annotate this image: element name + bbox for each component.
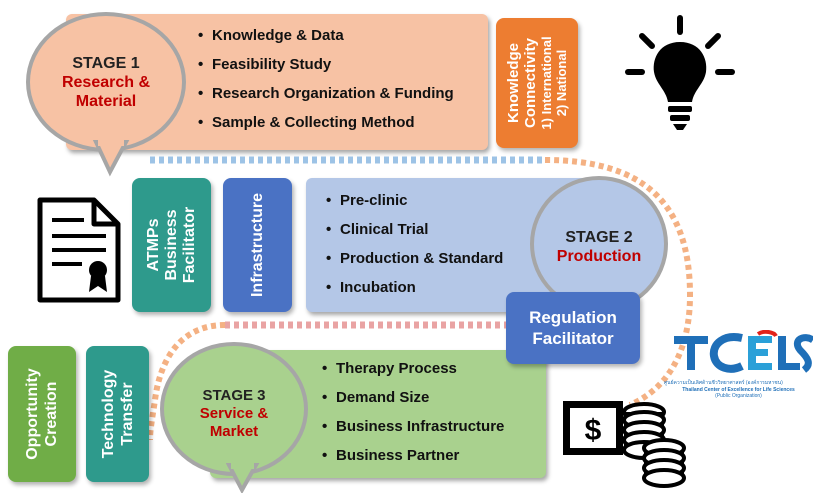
knowledge-line4: 2) National xyxy=(554,49,569,117)
stage2-title: STAGE 2 xyxy=(565,229,633,246)
regulation-facilitator-box: Regulation Facilitator xyxy=(506,292,640,364)
tcels-eng-text: Thailand Center of Excellence for Life S… xyxy=(682,387,795,393)
stage3-subtitle: Service & Market xyxy=(199,405,269,440)
atmps-line1: ATMPs xyxy=(144,218,162,272)
atmps-line3: Facilitator xyxy=(180,206,198,284)
stage1-item: Feasibility Study xyxy=(198,56,454,73)
tcels-logo-mark xyxy=(674,329,813,373)
knowledge-connectivity-box: Knowledge Connectivity 1) International … xyxy=(496,18,578,148)
tcels-thai-text: ศูนย์ความเป็นเลิศด้านชีววิทยาศาสตร์ (องค… xyxy=(664,380,783,386)
atmps-line2: Business xyxy=(162,209,180,281)
stage3-item: Business Infrastructure xyxy=(322,418,504,435)
stage1-item: Knowledge & Data xyxy=(198,27,454,44)
stage1-bubble-tail xyxy=(92,138,130,177)
lightbulb-icon xyxy=(625,15,735,130)
stage1-list: Knowledge & Data Feasibility Study Resea… xyxy=(198,27,454,131)
opportunity-line2: Creation xyxy=(43,381,60,447)
technology-transfer-box: Technology Transfer xyxy=(86,346,149,482)
stage3-title: STAGE 3 xyxy=(202,387,266,404)
stage2-item: Clinical Trial xyxy=(326,221,503,238)
technology-line1: Technology xyxy=(99,369,117,459)
infrastructure-label: Infrastructure xyxy=(248,192,266,298)
knowledge-line1: Knowledge xyxy=(505,43,522,124)
stage3-bubble-tail xyxy=(226,462,260,493)
knowledge-line3: 1) International xyxy=(539,36,554,130)
stage2-list: Pre-clinic Clinical Trial Production & S… xyxy=(326,192,503,296)
stage1-title: STAGE 1 xyxy=(72,55,140,72)
svg-text:$: $ xyxy=(585,414,602,447)
stage3-bubble: STAGE 3 Service & Market xyxy=(160,342,308,476)
atmps-box: ATMPs Business Facilitator xyxy=(132,178,211,312)
stage2-item: Production & Standard xyxy=(326,250,503,267)
stage1-bubble: STAGE 1 Research & Material xyxy=(26,12,186,152)
stage2-item: Incubation xyxy=(326,279,503,296)
opportunity-line1: Opportunity xyxy=(24,368,41,460)
stage1-item: Research Organization & Funding xyxy=(198,85,454,102)
regulation-line2: Facilitator xyxy=(532,329,614,348)
stage2-subtitle: Production xyxy=(556,248,642,265)
stage1-subtitle: Research & Material xyxy=(61,74,151,110)
stage3-item: Demand Size xyxy=(322,389,504,406)
opportunity-creation-box: Opportunity Creation xyxy=(8,346,76,482)
separator-stage1-2 xyxy=(147,156,694,440)
tcels-org-text: (Public Organization) xyxy=(715,393,762,399)
stage1-item: Sample & Collecting Method xyxy=(198,114,454,131)
regulation-line1: Regulation xyxy=(529,308,617,327)
knowledge-line2: Connectivity xyxy=(522,38,539,129)
technology-line2: Transfer xyxy=(118,382,136,446)
infrastructure-box: Infrastructure xyxy=(223,178,292,312)
stage3-item: Therapy Process xyxy=(322,360,504,377)
tcels-logo: ศูนย์ความเป็นเลิศด้านชีววิทยาศาสตร์ (องค… xyxy=(664,329,813,400)
certificate-document-icon xyxy=(37,197,121,303)
stage3-item: Business Partner xyxy=(322,447,504,464)
stage3-list: Therapy Process Demand Size Business Inf… xyxy=(322,360,504,464)
stage2-item: Pre-clinic xyxy=(326,192,503,209)
stage2-bubble: STAGE 2 Production xyxy=(530,176,668,312)
money-coins-icon: $ xyxy=(563,401,686,488)
